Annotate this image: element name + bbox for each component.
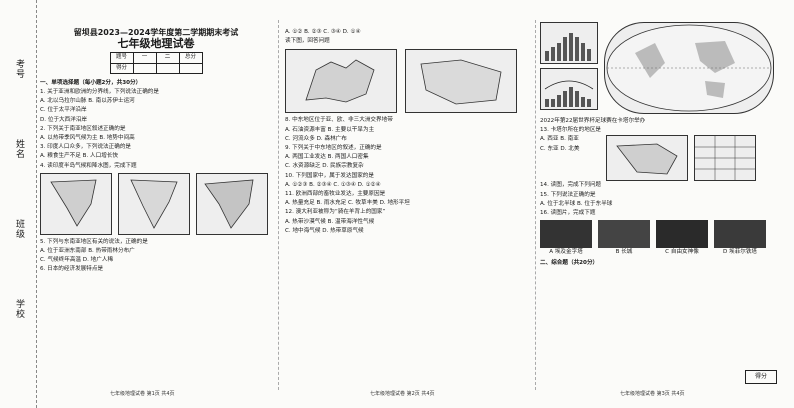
question-line: 2022年第22届世界杯足球赛在卡塔尔举办 — [540, 118, 646, 124]
paper-title: 七年级地理试卷 — [117, 37, 195, 51]
photo-option-c[interactable]: C 自由女神像 — [656, 220, 708, 257]
question-line: A. 以热带季风气候为主 B. 地势中间高 — [40, 135, 135, 142]
column-divider — [535, 20, 536, 390]
photo-caption: 自由女神像 — [670, 249, 699, 256]
question-line: C. 东亚 D. 北美 — [540, 145, 580, 152]
question-line: 读下图，回答问题 — [285, 38, 330, 45]
world-map-figure — [604, 22, 774, 114]
question-line: A. 热量充足 B. 雨水充足 C. 牧草丰美 D. 地形平坦 — [285, 200, 410, 207]
score-header-1: 一 — [132, 52, 157, 64]
india-map-figure — [196, 172, 268, 235]
map-figures — [40, 172, 272, 235]
question-line: A. 西亚 B. 南亚 — [540, 136, 579, 143]
column-divider — [278, 20, 279, 390]
question-line: 14. 读图，完成下列问题 — [540, 182, 602, 189]
page-footer: 七年级地理试卷 第1页 共4页 — [110, 391, 175, 397]
climate-charts — [540, 22, 598, 114]
score-box[interactable]: 得分 — [745, 370, 777, 384]
sidebar-label-exam-number: 考号 — [16, 60, 26, 80]
section-heading: 二、综合题（共20分） — [540, 260, 599, 267]
pyramid-photo — [540, 220, 592, 249]
question-line: 3. 印度人口众多，下列说法正确的是 — [40, 144, 132, 151]
question-line: 11. 欧洲西部的畜牧业发达，主要原因是 — [285, 191, 386, 198]
photo-option-label: A — [549, 249, 554, 256]
question-line: C. 河流众多 D. 森林广布 — [285, 135, 347, 142]
photo-option-label: C — [665, 249, 670, 256]
photo-option-label: D — [722, 249, 728, 256]
india-map-figure — [40, 172, 112, 235]
photo-option-a[interactable]: A 埃及金字塔 — [540, 220, 592, 257]
question-line: A. ①② B. ②③ C. ③④ D. ①④ — [285, 29, 361, 35]
question-line: 10. 下列国家中，属于发达国家的是 — [285, 172, 374, 179]
page-footer: 七年级地理试卷 第3页 共4页 — [620, 391, 685, 397]
question-line: A. ①②③ B. ②③④ C. ①③④ D. ①②④ — [285, 181, 381, 188]
middle-east-map-figure — [405, 49, 517, 114]
score-cell[interactable] — [132, 62, 157, 74]
photo-option-label: B — [615, 249, 620, 256]
exam-title: 留坝县2023—2024学年度第二学期期末考试 — [73, 28, 239, 37]
question-line: 8. 中东地区位于亚、欧、非三大洲交界地带 — [285, 117, 393, 124]
photo-caption: 埃及金字塔 — [554, 249, 583, 256]
photo-caption: 埃菲尔铁塔 — [729, 249, 758, 256]
question-line: 16. 读图片，完成下题 — [540, 210, 596, 217]
top-figures — [540, 22, 785, 114]
sidebar-label-name: 姓名 — [16, 140, 26, 160]
score-header-number: 题号 — [109, 52, 134, 64]
question-line: A. 两国工业发达 B. 两国人口密集 — [285, 154, 369, 161]
question-line: A. 热带沙漠气候 B. 温带海洋性气候 — [285, 218, 375, 225]
india-map-figure — [118, 172, 190, 235]
tower-photo — [714, 220, 766, 249]
question-line: C. 气候终年高温 D. 地广人稀 — [40, 257, 114, 264]
question-line: A. 位于亚洲东南部 B. 热带雨林分布广 — [40, 248, 135, 255]
photo-options: A 埃及金字塔 B 长城 C 自由女神像 D 埃菲尔铁塔 — [540, 220, 785, 257]
question-line: 12. 澳大利亚被称为“骑在羊背上的国家” — [285, 209, 386, 216]
question-line: 13. 卡塔尔所在的地区是 — [540, 127, 602, 134]
column-3: 2022年第22届世界杯足球赛在卡塔尔举办 13. 卡塔尔所在的地区是 A. 西… — [540, 22, 785, 269]
binding-sidebar: 考号 姓名 班级 学校 — [0, 0, 37, 408]
question-line: 2. 下列关于南亚地区叙述正确的是 — [40, 125, 126, 132]
climate-chart-figure — [540, 68, 598, 110]
score-header-2: 二 — [155, 52, 180, 64]
statue-photo — [656, 220, 708, 249]
question-line: A. 位于北半球 B. 位于东半球 — [540, 200, 613, 207]
score-row-label: 得分 — [109, 62, 134, 74]
score-cell[interactable] — [178, 62, 203, 74]
photo-option-d[interactable]: D 埃菲尔铁塔 — [714, 220, 766, 257]
europe-map-figure — [285, 49, 397, 114]
data-table-figure — [694, 135, 756, 182]
q13-options: A. 西亚 B. 南亚 C. 东亚 D. 北美 — [540, 135, 600, 181]
question-line: 6. 日本的经济发展特点是 — [40, 266, 104, 273]
question-line: A. 石油资源丰富 B. 主要以干旱为主 — [285, 126, 375, 133]
question-line: 5. 下列与东南亚地区有关的说法，正确的是 — [40, 238, 148, 245]
question-line: D. 位于大西洋沿岸 — [40, 116, 88, 123]
column-2: A. ①② B. ②③ C. ③④ D. ①④ 读下图，回答问题 8. 中东地区… — [285, 28, 530, 236]
question-line: C. 位于太平洋沿岸 — [40, 107, 87, 114]
question-line: A. 粮食生产不足 B. 人口增长快 — [40, 153, 118, 160]
page-footer: 七年级地理试卷 第2页 共4页 — [370, 391, 435, 397]
map-figures — [285, 49, 530, 114]
column-1: 留坝县2023—2024学年度第二学期期末考试 七年级地理试卷 题号 一 二 总… — [40, 28, 272, 275]
question-line: A. 北以乌拉尔山脉 B. 南以苏伊士运河 — [40, 98, 135, 105]
qatar-map-figure — [606, 135, 688, 182]
section-heading: 一、单项选择题（每小题2分，共30分） — [40, 79, 142, 86]
score-cell[interactable] — [155, 62, 180, 74]
score-header-total: 总分 — [178, 52, 203, 64]
question-line: C. 水资源缺乏 D. 民族宗教复杂 — [285, 163, 364, 170]
photo-option-b[interactable]: B 长城 — [598, 220, 650, 257]
sidebar-label-school: 学校 — [16, 300, 26, 320]
great-wall-photo — [598, 220, 650, 249]
question-line: 9. 下列关于中东地区的叙述，正确的是 — [285, 145, 382, 152]
q13-row: A. 西亚 B. 南亚 C. 东亚 D. 北美 — [540, 135, 785, 182]
climate-chart-figure — [540, 22, 598, 64]
photo-caption: 长城 — [621, 249, 633, 256]
question-line: 1. 关于亚洲和欧洲的分界线，下列说法正确的是 — [40, 89, 159, 96]
score-table: 题号 一 二 总分 得分 — [109, 52, 203, 74]
question-line: C. 地中海气候 D. 热带草原气候 — [285, 227, 364, 234]
question-line: 15. 下列说法正确的是 — [540, 191, 596, 198]
question-line: 4. 读印度半岛气候和降水图，完成下题 — [40, 162, 137, 169]
sidebar-label-class: 班级 — [16, 220, 26, 240]
